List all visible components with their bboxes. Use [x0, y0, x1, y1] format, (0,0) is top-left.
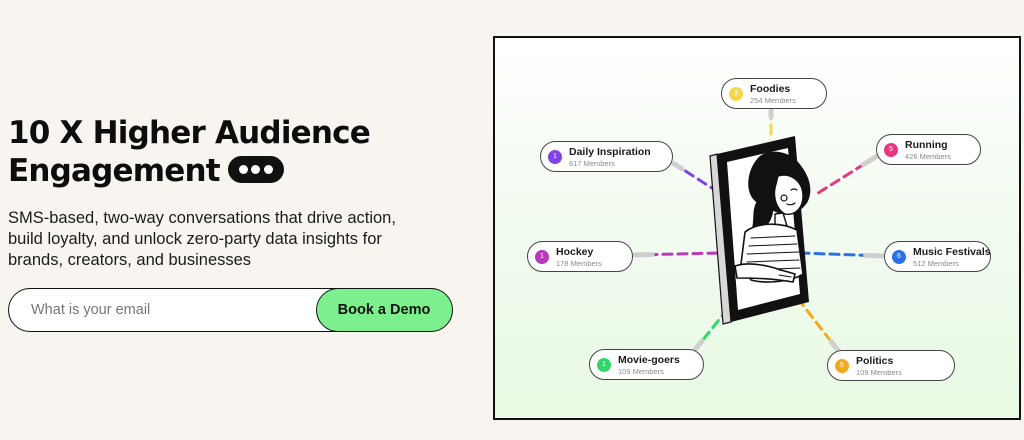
subtext-line-2: build loyalty, and unlock zero-party dat…	[8, 230, 382, 248]
hero-section: 10 X Higher Audience Engagement SMS-base…	[8, 0, 478, 440]
connector-plug-movie-goers	[692, 338, 705, 353]
email-signup-form: Book a Demo	[8, 287, 453, 332]
community-number-badge: 5	[884, 143, 898, 157]
community-members: 426 Members	[905, 152, 951, 161]
woman-illustration	[734, 151, 811, 283]
community-members: 109 Members	[856, 368, 902, 377]
community-number-badge: 1	[548, 150, 562, 164]
community-members: 178 Members	[556, 259, 602, 268]
subtext-line-1: SMS-based, two-way conversations that dr…	[8, 209, 396, 227]
community-name: Daily Inspiration	[569, 146, 651, 158]
book-demo-button[interactable]: Book a Demo	[315, 287, 453, 332]
headline-line-2: Engagement	[8, 152, 370, 190]
hero-headline: 10 X Higher Audience Engagement	[8, 114, 371, 190]
community-number-badge: 3	[729, 87, 743, 101]
phone-illustration	[709, 136, 811, 325]
chat-bubble-dots-icon	[227, 156, 284, 183]
community-members: 254 Members	[750, 96, 796, 105]
hero-subtext: SMS-based, two-way conversations that dr…	[8, 208, 448, 271]
community-number-badge: 1	[597, 358, 611, 372]
community-name: Foodies	[750, 83, 791, 95]
community-number-badge: 1	[535, 250, 549, 264]
community-name: Movie-goers	[618, 354, 680, 366]
community-name: Politics	[856, 355, 894, 367]
community-name: Hockey	[556, 246, 594, 258]
connector-plug-daily-inspiration	[671, 161, 685, 172]
subtext-line-3: brands, creators, and businesses	[8, 251, 252, 269]
community-members: 512 Members	[913, 259, 959, 268]
community-name: Running	[905, 139, 948, 151]
connector-plug-running	[860, 154, 879, 168]
community-members: 109 Members	[618, 367, 664, 376]
community-number-badge: 6	[892, 250, 906, 264]
headline-engagement: Engagement	[8, 153, 221, 189]
community-name: Music Festivals	[913, 246, 991, 258]
connector-running	[813, 154, 879, 197]
headline-line-1: 10 X Higher Audience	[8, 115, 371, 151]
community-members: 617 Members	[569, 159, 615, 168]
community-number-badge: 5	[835, 359, 849, 373]
connector-plug-music-festivals	[863, 252, 885, 259]
email-input[interactable]	[9, 289, 319, 330]
connector-politics	[797, 298, 842, 355]
